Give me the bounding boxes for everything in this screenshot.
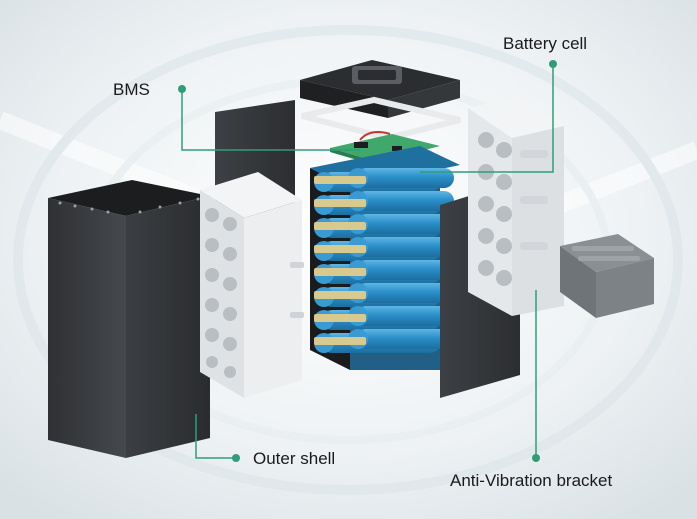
top-cover bbox=[300, 60, 460, 118]
battery-cell bbox=[356, 283, 454, 303]
nickel-strip bbox=[314, 268, 366, 276]
outer-shell-leader-line bbox=[195, 414, 236, 459]
battery-cell-leader-line bbox=[420, 64, 554, 173]
left-bracket bbox=[200, 172, 304, 398]
outer-shell-leader-dot bbox=[232, 454, 240, 462]
battery-cell bbox=[356, 260, 454, 280]
outer-shell-label: Outer shell bbox=[253, 449, 336, 468]
nickel-strip bbox=[314, 222, 366, 230]
battery-cell bbox=[356, 306, 454, 326]
side-cap bbox=[560, 234, 654, 318]
battery-cell bbox=[356, 168, 454, 188]
nickel-strip bbox=[314, 291, 366, 299]
battery-cell bbox=[356, 329, 454, 349]
bms-leader-dot bbox=[178, 85, 186, 93]
battery-cell bbox=[356, 214, 454, 234]
bms-leader-line bbox=[181, 89, 360, 151]
leader-lines bbox=[181, 64, 554, 459]
nickel-strip bbox=[314, 314, 366, 322]
sealing-gasket bbox=[301, 96, 461, 142]
leader-dots bbox=[178, 60, 557, 462]
battery-cell bbox=[356, 237, 454, 257]
outer-shell bbox=[48, 180, 210, 458]
battery-cell-label: Battery cell bbox=[503, 34, 588, 53]
battery-pack bbox=[310, 146, 460, 370]
battery-cell-leader-dot bbox=[549, 60, 557, 68]
right-bracket bbox=[468, 96, 564, 316]
nickel-strip bbox=[314, 176, 366, 184]
nickel-strip bbox=[314, 199, 366, 207]
bms-label: BMS bbox=[113, 80, 150, 99]
nickel-strip bbox=[314, 245, 366, 253]
bracket-leader-dot bbox=[532, 454, 540, 462]
nickel-strip bbox=[314, 337, 366, 345]
battery-cell bbox=[356, 191, 454, 211]
anti-vibration-bracket-label: Anti-Vibration bracket bbox=[450, 471, 613, 490]
